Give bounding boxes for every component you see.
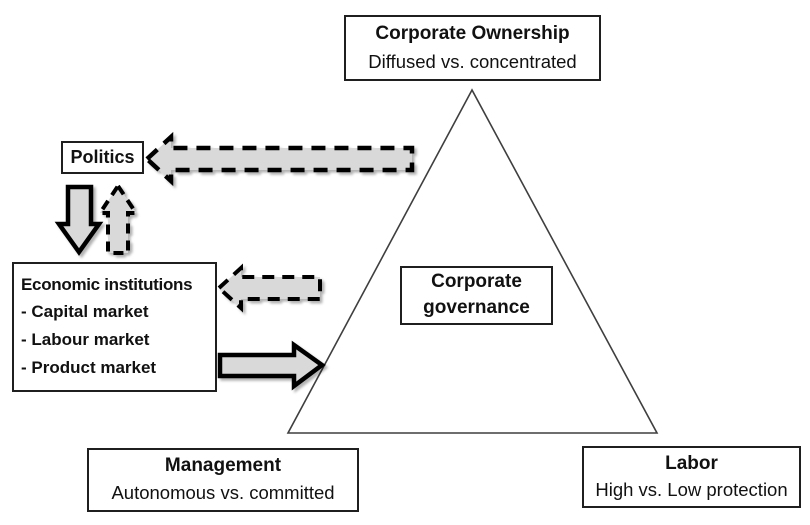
economic-to-politics-arrow bbox=[96, 182, 140, 255]
politics-to-economic-arrow bbox=[54, 184, 104, 256]
economic-institutions-item-product-market: - Product market bbox=[21, 358, 157, 378]
box-economic-institutions: Economic institutions - Capital market -… bbox=[12, 262, 217, 392]
economic-to-triangle-arrow bbox=[217, 340, 326, 391]
box-corporate-ownership: Corporate Ownership Diffused vs. concent… bbox=[344, 15, 601, 81]
triangle-to-economic-arrow bbox=[216, 263, 322, 313]
politics-title: Politics bbox=[70, 146, 135, 167]
corporate-ownership-title: Corporate Ownership bbox=[375, 22, 570, 44]
labor-title: Labor bbox=[665, 452, 718, 474]
corporate-governance-title-line1: Corporate bbox=[431, 271, 522, 293]
box-politics: Politics bbox=[61, 141, 144, 174]
economic-institutions-item-labour-market: - Labour market bbox=[21, 330, 150, 350]
box-corporate-governance: Corporate governance bbox=[400, 266, 553, 325]
box-management: Management Autonomous vs. committed bbox=[87, 448, 359, 512]
box-labor: Labor High vs. Low protection bbox=[582, 446, 801, 508]
management-subtitle: Autonomous vs. committed bbox=[111, 482, 335, 504]
economic-institutions-title: Economic institutions bbox=[21, 274, 193, 294]
economic-institutions-item-capital-market: - Capital market bbox=[21, 302, 149, 322]
management-title: Management bbox=[164, 455, 282, 477]
triangle-to-politics-arrow bbox=[143, 131, 415, 187]
corporate-governance-title-line2: governance bbox=[423, 296, 530, 318]
labor-subtitle: High vs. Low protection bbox=[595, 479, 788, 501]
triangle bbox=[286, 88, 659, 434]
corporate-ownership-subtitle: Diffused vs. concentrated bbox=[368, 50, 577, 72]
